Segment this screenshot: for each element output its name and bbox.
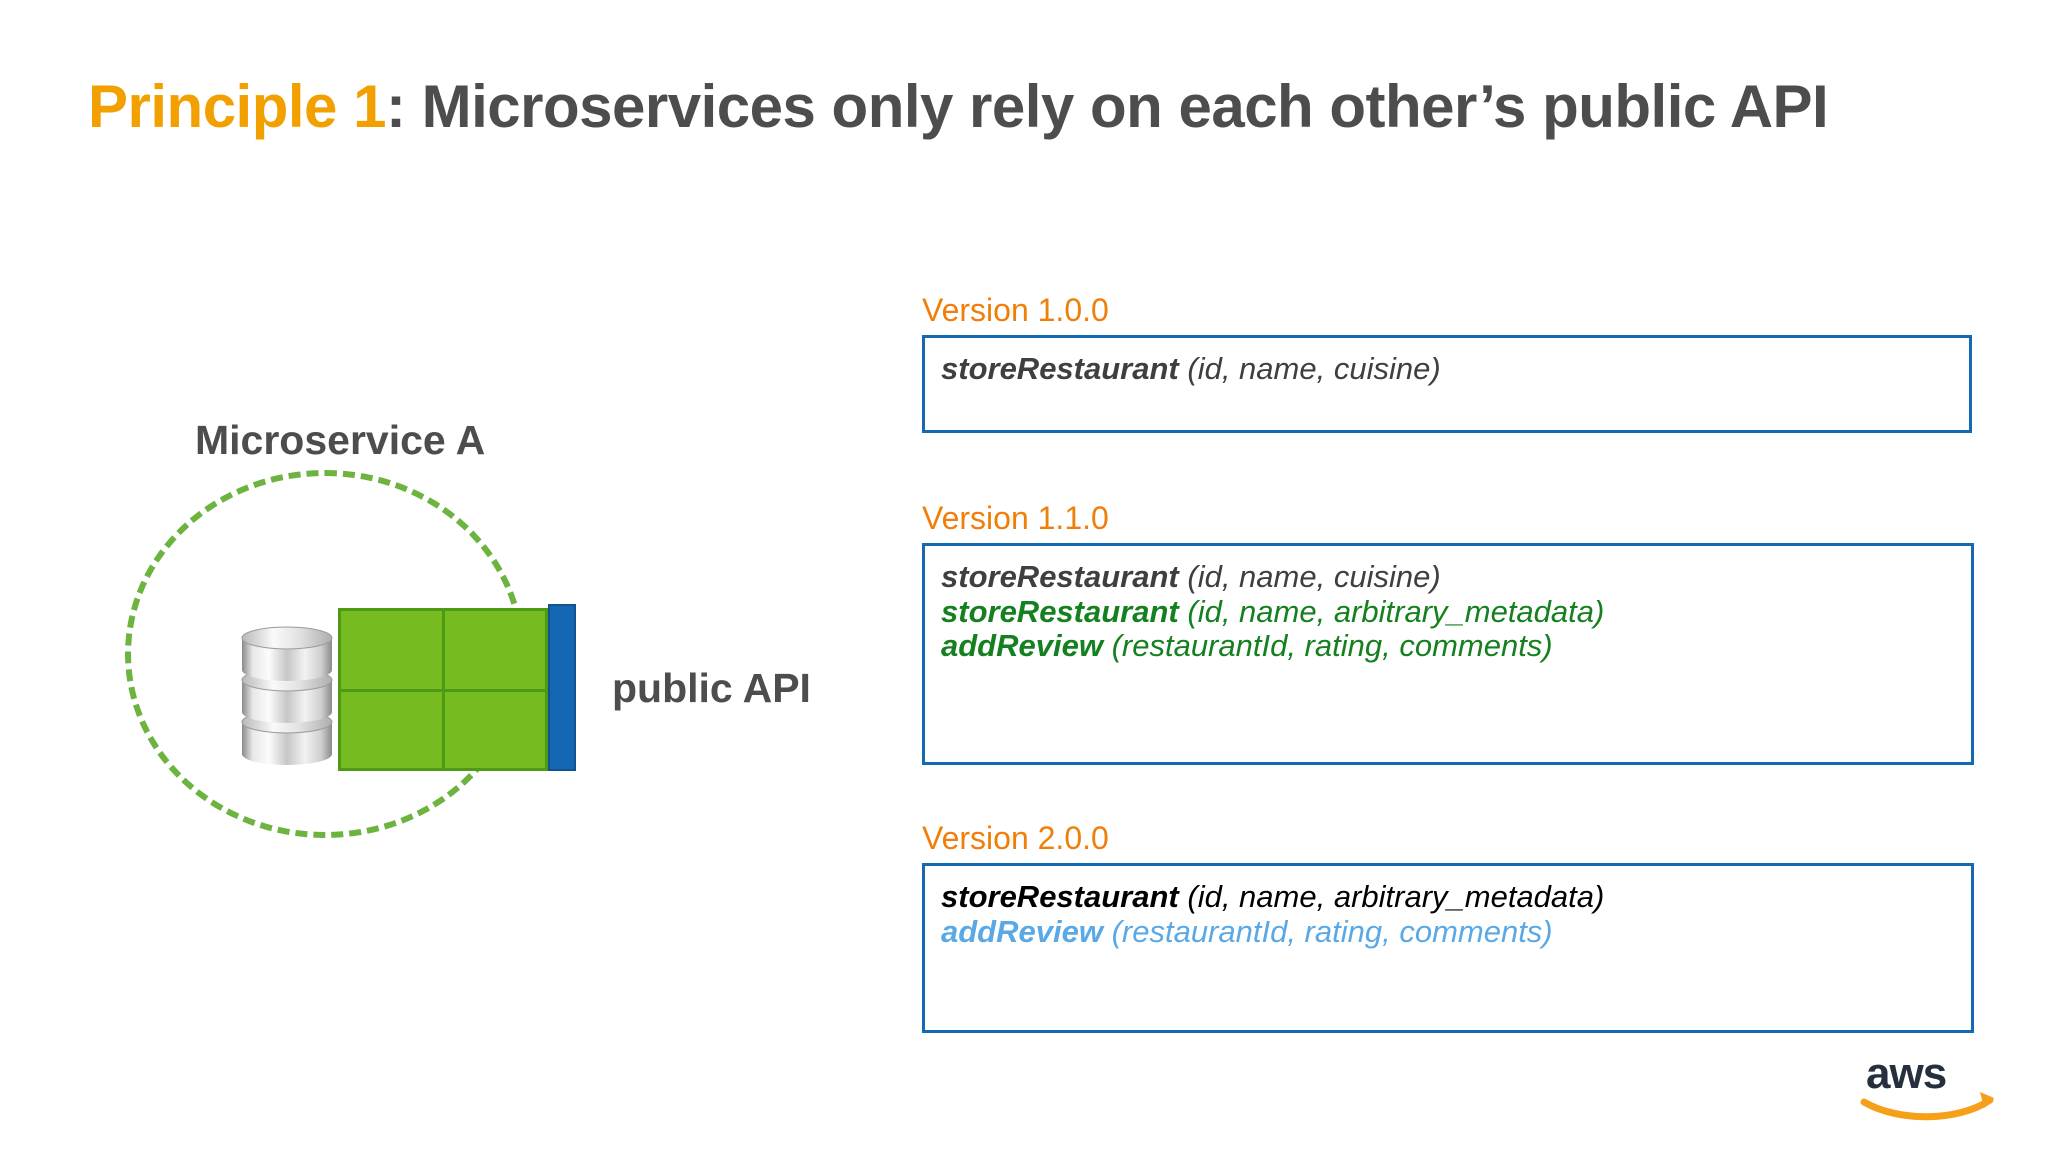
api-line: storeRestaurant (id, name, cuisine) <box>941 351 1953 387</box>
api-line: addReview (restaurantId, rating, comment… <box>941 629 1955 664</box>
api-function-name: storeRestaurant <box>941 351 1179 386</box>
api-line: storeRestaurant (id, name, cuisine) <box>941 559 1955 595</box>
title-rest: : Microservices only rely on each other’… <box>385 73 1829 141</box>
api-params: (id, name, arbitrary_metadata) <box>1187 879 1605 914</box>
api-function-name: addReview <box>941 913 1103 949</box>
api-function-name: storeRestaurant <box>941 593 1179 629</box>
service-block <box>338 608 548 771</box>
block-horizontal-divider <box>341 688 545 692</box>
api-line: addReview (restaurantId, rating, comment… <box>941 913 1955 950</box>
api-signature-box: storeRestaurant (id, name, cuisine) <box>922 335 1972 433</box>
public-api-label: public API <box>612 665 811 711</box>
api-line: storeRestaurant (id, name, arbitrary_met… <box>941 593 1955 630</box>
api-function-name: addReview <box>941 628 1103 664</box>
api-line: storeRestaurant (id, name, arbitrary_met… <box>941 879 1955 915</box>
api-signature-box: storeRestaurant (id, name, arbitrary_met… <box>922 863 1974 1033</box>
version-label: Version 2.0.0 <box>922 820 1109 856</box>
api-function-name: storeRestaurant <box>941 879 1179 914</box>
api-params: (id, name, cuisine) <box>1187 559 1441 594</box>
version-group-1: Version 1.0.0 storeRestaurant (id, name,… <box>922 292 1972 433</box>
version-group-2: Version 1.1.0 storeRestaurant (id, name,… <box>922 500 1974 765</box>
page-title: Principle 1: Microservices only rely on … <box>88 70 1848 143</box>
api-params: (id, name, cuisine) <box>1187 351 1441 386</box>
database-cylinder-icon <box>238 622 336 768</box>
api-params: (id, name, arbitrary_metadata) <box>1187 593 1605 629</box>
aws-logo: aws <box>1858 1048 2008 1122</box>
public-api-bar <box>548 604 576 771</box>
version-label: Version 1.1.0 <box>922 500 1109 536</box>
svg-text:aws: aws <box>1866 1049 1946 1098</box>
version-label: Version 1.0.0 <box>922 292 1109 328</box>
api-signature-box: storeRestaurant (id, name, cuisine) stor… <box>922 543 1974 765</box>
api-params: (restaurantId, rating, comments) <box>1111 913 1553 949</box>
api-params: (restaurantId, rating, comments) <box>1111 628 1553 664</box>
version-group-3: Version 2.0.0 storeRestaurant (id, name,… <box>922 820 1974 1033</box>
microservice-label: Microservice A <box>195 417 486 463</box>
microservice-diagram: Microservice A <box>120 400 920 1000</box>
title-accent: Principle 1 <box>88 73 386 141</box>
api-function-name: storeRestaurant <box>941 559 1179 594</box>
